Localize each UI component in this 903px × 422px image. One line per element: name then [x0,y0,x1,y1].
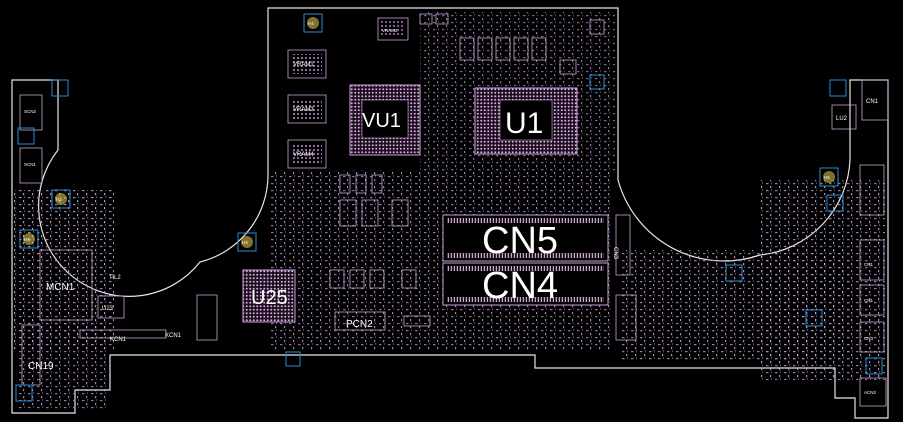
kcn1b-label: KCN1 [165,333,182,339]
u1-cpu: U1 [474,87,578,155]
mcn1-label: MCN1 [46,282,75,293]
memory-slot-cn4: CN4 [442,262,609,307]
memory-slot-cn5: CN5 [442,214,609,262]
cn1-label: CN1 [866,99,879,105]
hole-h5: H5 [819,167,839,187]
pcn2-connector: PCN2 [334,311,431,331]
right-cn3-label: CN3 [864,336,873,341]
u1-label: U1 [505,107,543,140]
h2-label: H2 [56,197,62,202]
pcn2-label: PCN2 [346,319,373,330]
h5-label: H5 [824,175,830,180]
lu2-label: LU2 [836,116,848,122]
kcn1-label: KCN1 [110,337,127,343]
cn3-connector: CN3 [612,214,631,276]
mounting-holes: H4 H2 H4 H3 H5 [15,13,883,402]
vram1-label: VRAM1 [293,62,314,68]
pl2-label: PL2 [110,275,121,281]
hole-misc-1 [15,74,883,402]
h4-top-label: H4 [308,21,314,26]
hole-h4-left: H4 [19,229,39,249]
right-connectors: CN1 LU2 CN1 CN1 CN3 ACN2 [831,79,889,407]
vram-chips: VRAM1 VRAM3 VRAM4 VRAM2 [287,17,409,169]
right-cn1b-label: CN1 [864,262,873,267]
left-connectors: SCN2 SCN1 MCN1 U23 PL2 KCN1 KCN1 CN19 [19,94,182,386]
h3-label: H3 [242,240,248,245]
scn1-label: SCN1 [24,162,37,167]
vram3-label: VRAM3 [293,107,314,113]
cn5-label: CN5 [482,220,558,262]
u25-label: U25 [251,287,288,309]
cn3-mid-label: CN3 [612,247,618,260]
u25-pch: U25 [242,269,296,323]
u23-label: U23 [102,306,114,312]
h4-left-label: H4 [24,237,30,242]
power-stage-center [196,174,637,341]
right-cn1c-label: CN1 [864,298,873,303]
scn2-label: SCN2 [24,109,37,114]
power-stage-top [419,13,605,75]
hole-h2: H2 [51,189,71,209]
hole-h4-top: H4 [303,13,323,33]
hole-h3: H3 [237,232,257,252]
component-field-bl [16,320,106,410]
vram2-label: VRAM2 [382,28,398,33]
vu1-gpu: VU1 [349,84,421,156]
vram4-label: VRAM4 [293,152,314,158]
cn19-label: CN19 [28,361,54,372]
acn2-label: ACN2 [864,390,877,395]
vu1-label: VU1 [362,110,401,132]
cn4-label: CN4 [482,265,558,307]
